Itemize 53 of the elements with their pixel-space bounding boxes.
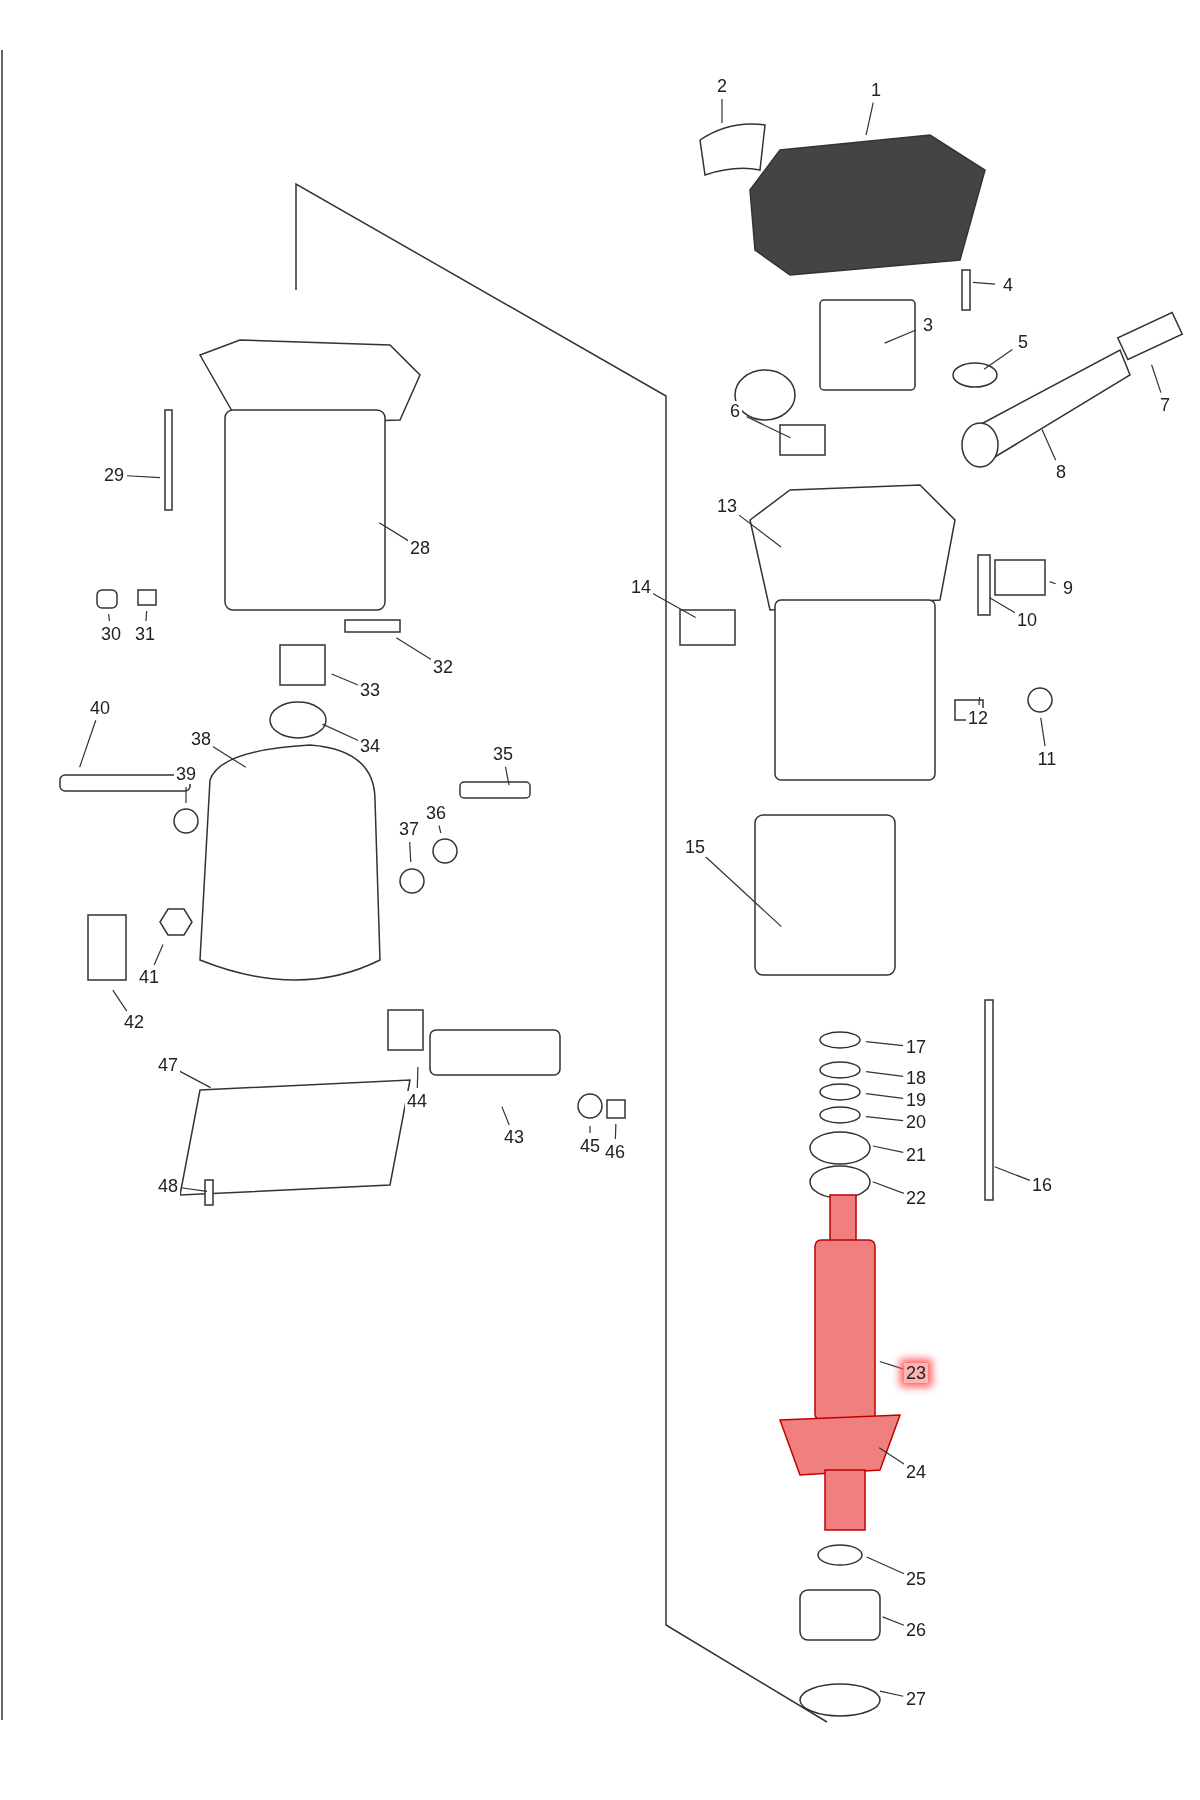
leader-line — [1049, 581, 1057, 585]
leader-line — [1151, 364, 1162, 394]
leader-line — [112, 989, 128, 1012]
leader-line — [972, 281, 996, 285]
leader-line — [126, 475, 161, 479]
leader-line — [865, 1093, 904, 1099]
callout-number: 23 — [904, 1363, 929, 1383]
leader-line — [501, 1106, 510, 1126]
leader-line — [153, 944, 164, 966]
leader-line — [395, 637, 433, 661]
leader-line — [438, 825, 442, 834]
leader-line — [504, 766, 510, 786]
leader-line — [331, 673, 359, 686]
leader-line — [878, 1447, 906, 1466]
callout-number: 44 — [405, 1091, 430, 1111]
leader-line — [865, 1556, 905, 1575]
leader-line — [988, 596, 1017, 614]
leader-line — [589, 1125, 591, 1134]
callout-number: 15 — [683, 837, 708, 857]
leader-line — [872, 1145, 904, 1153]
leader-line — [721, 98, 723, 124]
leader-line — [994, 1166, 1031, 1181]
leader-line — [321, 723, 359, 742]
leader-line — [983, 348, 1013, 370]
leader-line — [1040, 717, 1046, 747]
leader-line — [865, 102, 874, 136]
leader-line — [180, 1187, 208, 1192]
callout-number: 39 — [174, 764, 199, 784]
leader-line — [416, 1066, 419, 1089]
leader-line — [614, 1123, 617, 1140]
callout-number: 48 — [156, 1176, 181, 1196]
leader-line — [865, 1071, 904, 1077]
leader-line — [1041, 428, 1057, 461]
leader-line — [882, 1616, 905, 1626]
leader-line — [879, 1690, 904, 1697]
leader-line — [865, 1115, 904, 1122]
leader-line — [145, 610, 148, 622]
leader-line — [703, 855, 782, 928]
callout-number: 38 — [189, 729, 214, 749]
leader-line — [79, 719, 97, 768]
leader-line — [378, 522, 410, 542]
leader-line — [409, 841, 412, 863]
leader-line — [872, 1181, 905, 1195]
leader-line — [746, 416, 792, 439]
callout-number: 13 — [715, 496, 740, 516]
callout-number: 47 — [156, 1055, 181, 1075]
leader-line — [865, 1040, 904, 1047]
leader-line — [884, 329, 917, 344]
leader-line — [978, 696, 981, 706]
leader-line — [185, 786, 187, 804]
leader-line — [879, 1360, 905, 1370]
leader-line — [108, 613, 111, 622]
callout-number: 14 — [629, 577, 654, 597]
